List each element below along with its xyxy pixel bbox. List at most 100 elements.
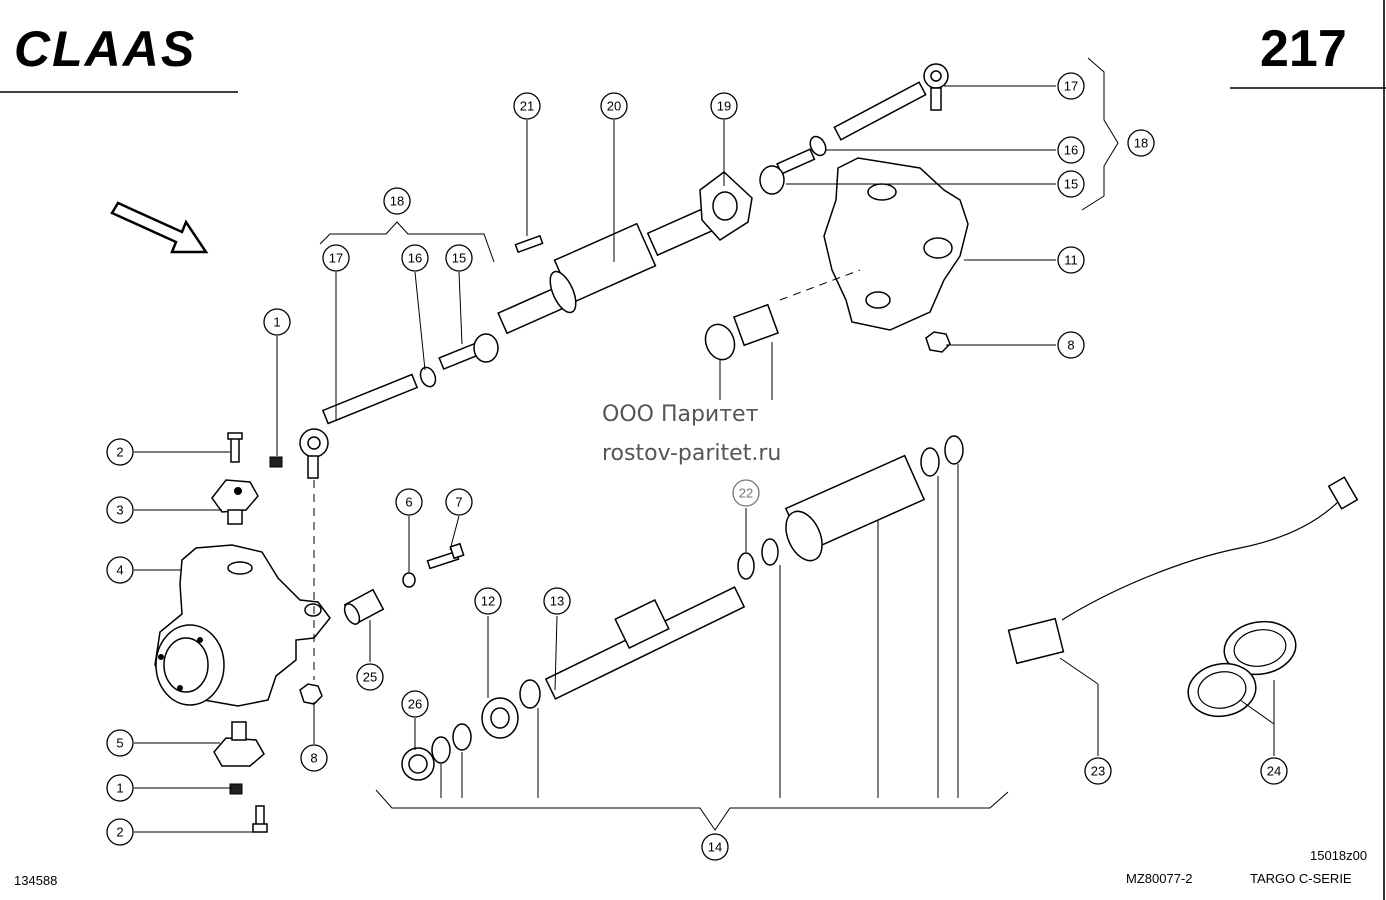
bearing-part-12 [481, 697, 519, 739]
svg-text:26: 26 [408, 697, 422, 712]
callout-15-right: 15 [1057, 170, 1085, 198]
cylinder-part-20 [497, 207, 714, 335]
washer-part-6 [402, 572, 416, 588]
axle-carrier-part-11 [823, 157, 969, 331]
svg-text:1: 1 [273, 315, 280, 330]
svg-text:14: 14 [708, 840, 722, 855]
o-ring-e [920, 447, 940, 477]
callout-12: 12 [474, 587, 502, 615]
callout-5: 5 [106, 729, 134, 757]
callout-11: 11 [1057, 246, 1085, 274]
svg-text:8: 8 [1067, 338, 1074, 353]
footer-left-code: 134588 [14, 873, 57, 888]
callout-16-right: 16 [1057, 136, 1085, 164]
cylinder-housing-part [784, 454, 926, 562]
footer-drawing-ref: MZ80077-2 [1126, 871, 1192, 886]
callout-21: 21 [513, 92, 541, 120]
svg-text:20: 20 [607, 99, 621, 114]
callout-18-left: 18 [383, 187, 411, 215]
callout-1-bottom: 1 [106, 774, 134, 802]
svg-text:17: 17 [1064, 79, 1078, 94]
svg-text:25: 25 [363, 670, 377, 685]
hose-clamp-part-24-a [1223, 620, 1297, 676]
o-ring-f [944, 435, 964, 465]
svg-text:18: 18 [1134, 136, 1148, 151]
bolt-part-2-upper [227, 432, 243, 463]
svg-text:5: 5 [116, 736, 123, 751]
callout-23: 23 [1084, 757, 1112, 785]
watermark-url: rostov-paritet.ru [602, 441, 781, 466]
page-number: 217 [1260, 20, 1347, 78]
svg-text:2: 2 [116, 825, 123, 840]
svg-text:17: 17 [329, 251, 343, 266]
ring-part-9 [704, 323, 736, 361]
callout-17-right: 17 [1057, 72, 1085, 100]
callout-7: 7 [445, 488, 473, 516]
ring-part-22 [737, 552, 755, 580]
svg-text:21: 21 [520, 99, 534, 114]
svg-text:3: 3 [116, 503, 123, 518]
o-ring-a [431, 736, 451, 764]
svg-text:15: 15 [452, 251, 466, 266]
callout-18-right: 18 [1127, 129, 1155, 157]
svg-text:1: 1 [116, 781, 123, 796]
svg-text:4: 4 [116, 563, 123, 578]
svg-text:2: 2 [116, 445, 123, 460]
svg-text:11: 11 [1064, 253, 1078, 268]
bolt-part-2-lower [252, 805, 268, 833]
lock-ring-part-26 [401, 747, 435, 781]
callout-13: 13 [543, 587, 571, 615]
svg-text:18: 18 [390, 194, 404, 209]
nut-part-8-left [299, 683, 323, 705]
callout-14: 14 [701, 833, 729, 861]
claas-logo: CLAAS [14, 21, 196, 77]
lower-bracket-part-3 [211, 479, 259, 525]
washer-part-16-right [809, 135, 827, 157]
tie-rod-right-part-17 [833, 63, 949, 141]
callout-8-left: 8 [300, 744, 328, 772]
svg-text:15: 15 [1064, 177, 1078, 192]
direction-arrow-icon [110, 201, 209, 254]
svg-text:8: 8 [310, 751, 317, 766]
footer-sheet-code: 15018z00 [1310, 848, 1367, 863]
callout-1-top: 1 [263, 308, 291, 336]
nut-part-1-lower [229, 783, 243, 795]
screw-part-7 [426, 542, 465, 570]
watermark-company: ООО Паритет [602, 402, 759, 427]
callout-15-left: 15 [445, 244, 473, 272]
o-ring-c [519, 679, 541, 709]
washer-part-16-left [419, 366, 437, 388]
sensor-cable-part-23 [1007, 476, 1359, 665]
svg-text:19: 19 [717, 99, 731, 114]
callout-6: 6 [395, 488, 423, 516]
svg-text:16: 16 [1064, 143, 1078, 158]
callout-24: 24 [1260, 757, 1288, 785]
svg-text:13: 13 [550, 594, 564, 609]
svg-text:22: 22 [739, 486, 753, 501]
group-bracket-14 [375, 789, 1009, 831]
group-bracket-18-left [319, 221, 495, 263]
nut-part-1-upper [269, 456, 283, 468]
svg-text:23: 23 [1091, 764, 1105, 779]
callout-3: 3 [106, 496, 134, 524]
bush-part-25 [343, 588, 385, 626]
callout-4: 4 [106, 556, 134, 584]
svg-text:24: 24 [1267, 764, 1281, 779]
bolt-part-21 [514, 234, 544, 254]
callout-16-left: 16 [401, 244, 429, 272]
callout-8-right: 8 [1057, 331, 1085, 359]
ball-joint-part-15-left [438, 333, 499, 371]
callout-17-left: 17 [322, 244, 350, 272]
svg-text:7: 7 [455, 495, 462, 510]
hose-clamp-part-24-b [1187, 662, 1257, 718]
callout-2-bottom: 2 [106, 818, 134, 846]
callout-22: 22 [732, 479, 760, 507]
shaft-part-13 [544, 586, 746, 700]
callout-19: 19 [710, 92, 738, 120]
callout-20: 20 [600, 92, 628, 120]
o-ring-d [761, 538, 779, 566]
callout-25: 25 [356, 663, 384, 691]
svg-text:12: 12 [481, 594, 495, 609]
o-ring-b [452, 723, 472, 751]
nut-part-8-right [925, 331, 951, 353]
